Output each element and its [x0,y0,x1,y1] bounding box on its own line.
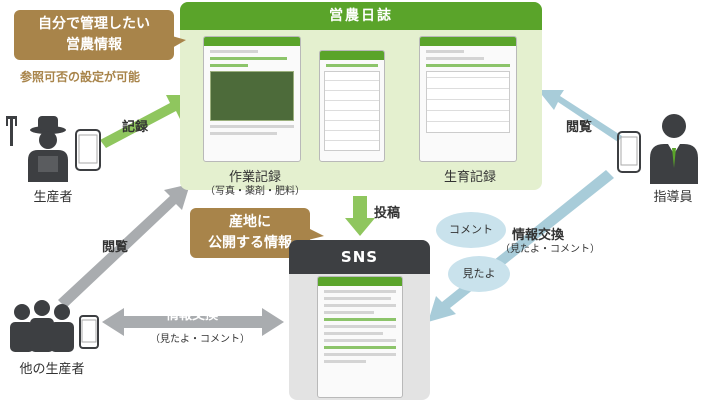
post-arrow [345,196,375,236]
browse-right-arrow [538,90,622,142]
callout-manage-tail [172,36,186,48]
callout-manage-sub: 参照可否の設定が可能 [20,70,141,84]
comment-bubble: コメント [436,212,506,248]
work-record-label: 作業記録 [228,170,281,185]
growth-table [426,71,510,133]
exchange-right-sub: （見たよ・コメント） [500,244,600,255]
growth-record-screen [419,36,517,162]
mitayo-bubble: 見たよ [448,256,510,292]
browse-left-label: 閲覧 [102,240,129,255]
exchange-left-label: 情報交換 [166,308,219,323]
instructor-label: 指導員 [653,190,693,205]
producer-label: 生産者 [33,190,73,205]
other-producers-label: 他の生産者 [19,362,85,377]
post-label: 投稿 [374,206,401,221]
other-producers-icon [10,300,99,352]
callout-manage: 自分で管理したい 営農情報 [14,10,174,60]
exchange-left-sub: （見たよ・コメント） [150,334,250,345]
calendar-grid [324,71,380,151]
growth-record-label: 生育記録 [443,170,496,185]
exchange-left-arrow [102,308,284,336]
producer-icon [6,116,101,182]
browse-right-label: 閲覧 [566,120,593,135]
sns-panel-title: SNS [289,240,430,274]
callout-public-tail [308,228,324,240]
nouen-panel-title: 営農日誌 [180,2,542,30]
work-record-sub: （写真・薬剤・肥料） [205,186,305,197]
work-record-screen [203,36,301,162]
instructor-icon [617,114,698,184]
sns-screen [317,276,403,398]
field-photo [210,71,294,121]
browse-left-arrow [58,184,190,308]
record-arrow [100,95,192,148]
record-label: 記録 [122,120,149,135]
calendar-screen [319,50,385,162]
exchange-right-label: 情報交換 [512,228,565,243]
